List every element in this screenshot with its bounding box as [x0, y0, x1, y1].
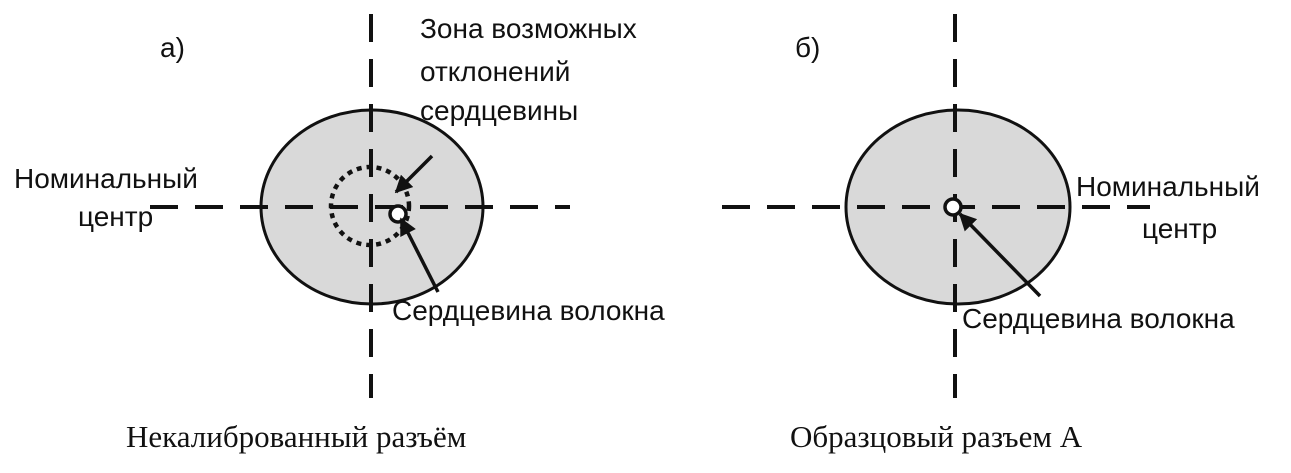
panel-b-letter: б)	[795, 32, 820, 63]
core-pointer-arrow-a	[399, 217, 440, 293]
core-label-a: Сердцевина волокна	[392, 295, 665, 326]
zone-label-line-2: отклонений	[420, 56, 570, 87]
zone-label-line-3: сердцевины	[420, 95, 578, 126]
panel-a-letter: а)	[160, 32, 185, 63]
core-deviation-zone	[328, 164, 412, 248]
caption-a: Некалиброванный разъём	[126, 419, 466, 454]
zone-label-line-1: Зона возможных	[420, 13, 637, 44]
core-label-b: Сердцевина волокна	[962, 303, 1235, 334]
panel-b: б) Номинальный центр Сердцевина волокна …	[722, 14, 1260, 454]
panel-a: а) Зона возможных отклонений сердцевины …	[14, 13, 665, 454]
fiber-core-b	[943, 197, 963, 217]
zone-pointer-arrow	[394, 154, 434, 194]
core-pointer-arrow-b	[958, 212, 1042, 298]
nominal-center-label-a-line-2: центр	[78, 201, 153, 232]
caption-b: Образцовый разъем А	[790, 419, 1083, 454]
fiber-core-a	[388, 204, 408, 224]
nominal-center-label-b-line-2: центр	[1142, 213, 1217, 244]
nominal-center-label-b-line-1: Номинальный	[1076, 171, 1260, 202]
nominal-center-label-a-line-1: Номинальный	[14, 163, 198, 194]
